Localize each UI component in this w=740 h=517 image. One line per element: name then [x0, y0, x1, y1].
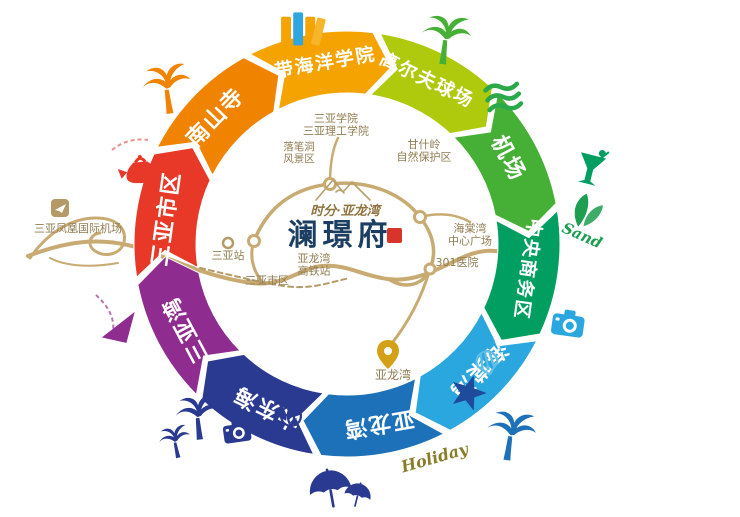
map-place-label: 亚龙湾高铁站 [298, 251, 331, 278]
airplane-badge-icon [51, 199, 69, 217]
map-labels: 三亚凤凰国际机场三亚学院三亚理工学院落笔洞风景区甘什岭自然保护区三亚站三亚市区亚… [34, 111, 492, 382]
road-north-spur [328, 136, 340, 186]
dashed-trail [95, 294, 115, 333]
map-place-label: 亚龙湾 [375, 367, 411, 382]
sand-script-text: Sand [559, 219, 605, 253]
beach-umbrella-icon [306, 464, 355, 512]
logo-script-line: 时分·亚龙湾 [310, 203, 383, 219]
road-south [387, 267, 432, 349]
interchange-node [423, 262, 437, 276]
road-loop [252, 181, 436, 287]
map-place-label: 三亚市区 [245, 273, 289, 287]
ring-segment [201, 353, 325, 456]
paper-plane-icon [97, 311, 143, 349]
map-place-label: 落笔洞风景区 [283, 140, 315, 165]
project-logo: 时分·亚龙湾 澜璟府 [288, 179, 402, 253]
palm-tree-icon [483, 409, 539, 464]
railway-line [199, 267, 351, 289]
palm-tree-icon [156, 423, 195, 461]
map-place-label: 三亚站 [212, 248, 245, 262]
cocktail-icon [572, 144, 611, 188]
ring-segment [156, 57, 280, 177]
dashed-trail [111, 138, 149, 151]
ring-segment [137, 256, 242, 396]
ring-segment [452, 92, 557, 232]
station-node [221, 236, 235, 250]
interchange-node [247, 234, 261, 248]
interchange-node [413, 210, 427, 224]
teapot-icon [115, 152, 159, 187]
map-place-label: 三亚凤凰国际机场 [34, 221, 122, 235]
location-pin-dot [384, 347, 392, 355]
map-place-label: 三亚学院三亚理工学院 [303, 111, 369, 138]
mountain-sketch-icon [315, 179, 371, 201]
map-place-label: 海棠湾中心广场 [448, 221, 492, 248]
camera-icon [550, 307, 586, 339]
ring-segment [369, 32, 493, 135]
ring-segment [414, 311, 538, 431]
logo-seal-stamp [387, 228, 402, 243]
road-east-spur [418, 213, 472, 224]
ring-segment [483, 209, 561, 341]
waves-icon [485, 81, 522, 113]
map-place-label: 301医院 [436, 255, 479, 269]
road-airport-loop [28, 216, 126, 260]
road-airport-spur [49, 257, 119, 267]
logo-name: 澜璟府 [288, 218, 393, 253]
ring-segment [302, 377, 445, 458]
map-place-label: 甘什岭自然保护区 [397, 137, 452, 164]
